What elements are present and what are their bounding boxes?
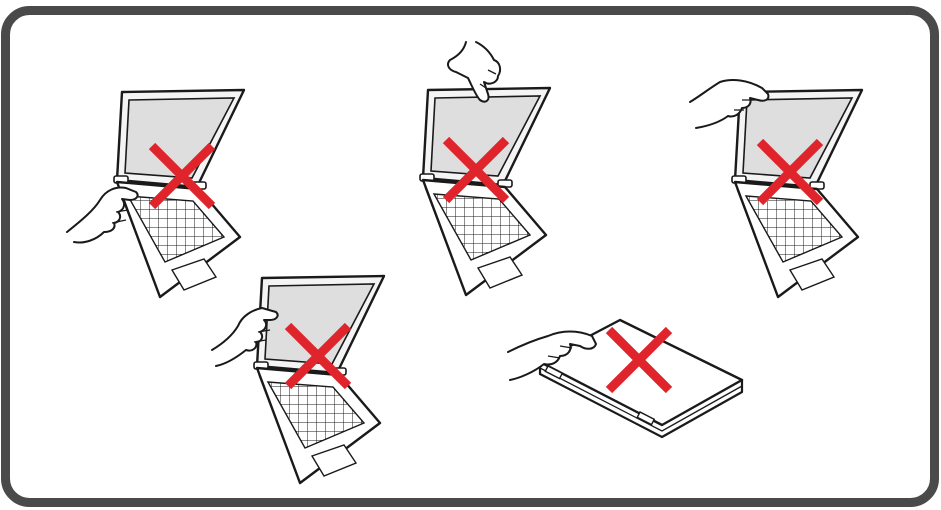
handling-warning-diagram: [0, 0, 941, 510]
